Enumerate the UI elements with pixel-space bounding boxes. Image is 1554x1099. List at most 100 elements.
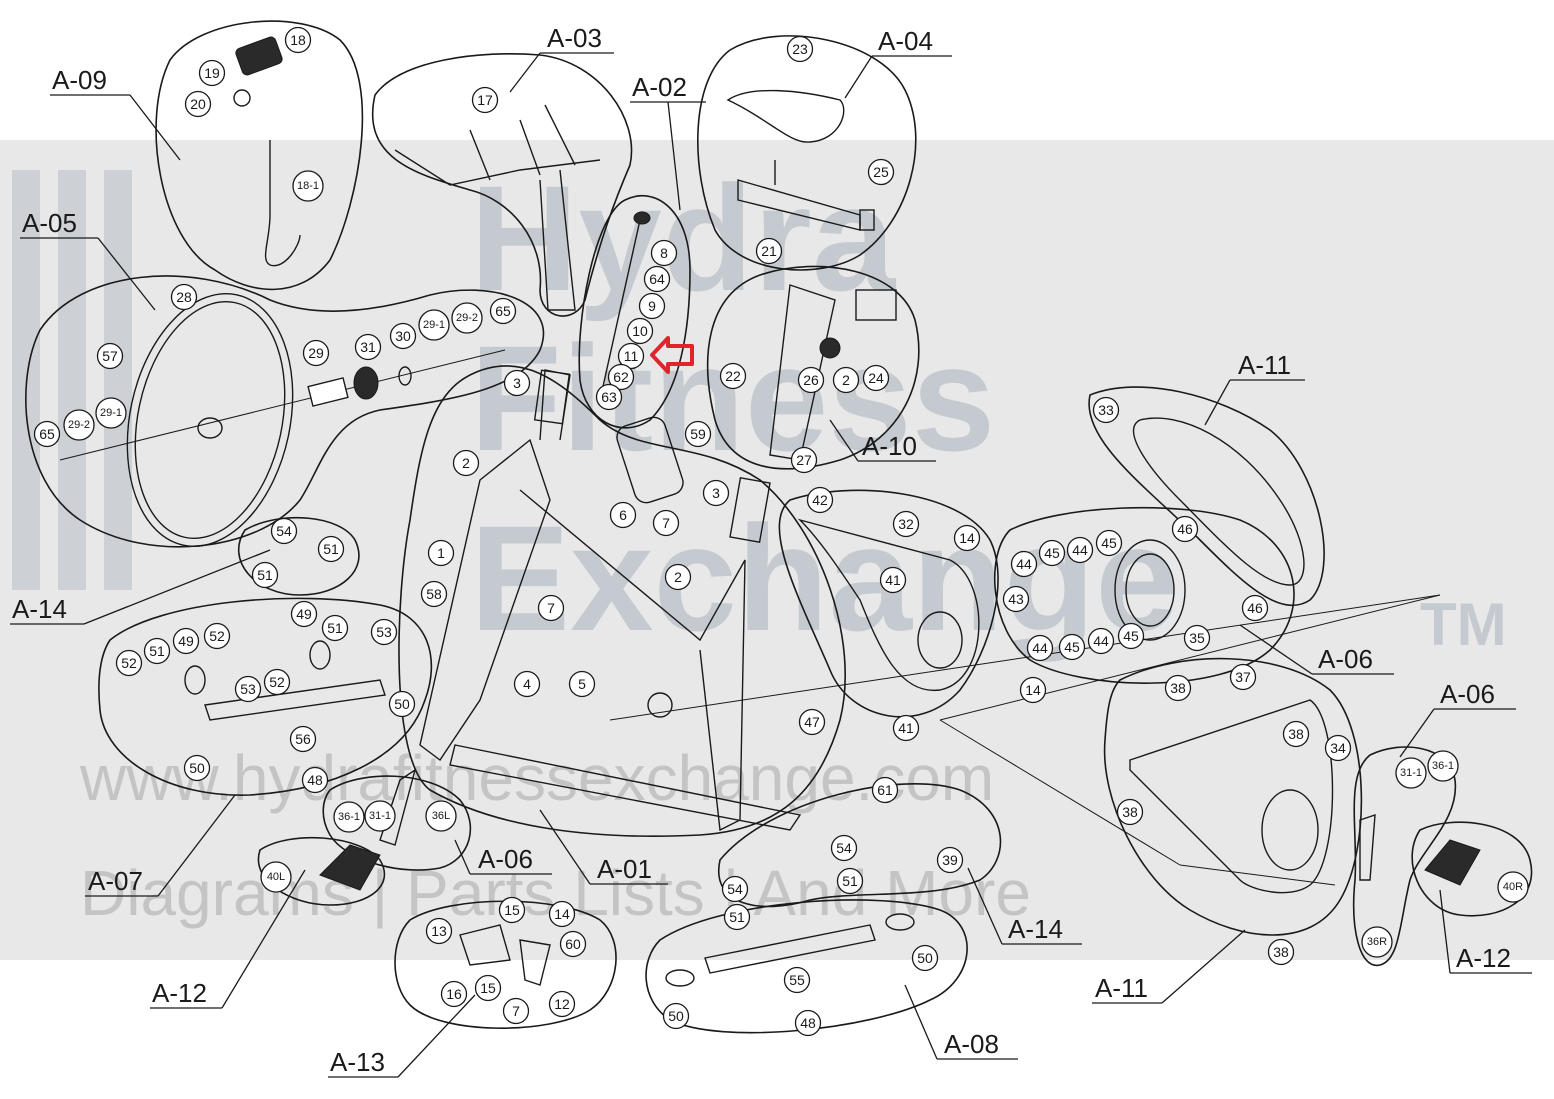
part-callout-circle bbox=[1116, 798, 1144, 826]
part-callout: 35 bbox=[1183, 624, 1211, 652]
watermark-trademark: TM bbox=[1420, 591, 1507, 658]
part-callout-circle bbox=[451, 302, 483, 334]
console-bracket bbox=[233, 89, 251, 107]
group-label-a-06a: A-06 bbox=[454, 839, 552, 875]
part-callout-number: 32 bbox=[898, 516, 914, 532]
part-callout-circle bbox=[794, 1009, 822, 1037]
part-callout: 9 bbox=[638, 292, 666, 320]
part-callout-number: 41 bbox=[885, 572, 901, 588]
part-callout-circle bbox=[1087, 627, 1115, 655]
part-callout: 61 bbox=[871, 776, 899, 804]
part-callout: 48 bbox=[301, 766, 329, 794]
transport-wheel-2 bbox=[309, 640, 331, 670]
part-callout: 3 bbox=[702, 479, 730, 507]
part-callout: 44 bbox=[1010, 550, 1038, 578]
part-callout-number: 11 bbox=[624, 348, 639, 364]
group-leader-line bbox=[509, 52, 541, 93]
part-callout-circle bbox=[786, 35, 814, 63]
flywheel-outer bbox=[126, 292, 294, 548]
group-label-a-12a: A-12 bbox=[150, 869, 306, 1009]
part-callout-circle bbox=[292, 170, 324, 202]
part-callout: 51 bbox=[251, 561, 279, 589]
part-callout-circle bbox=[183, 754, 211, 782]
part-callout: 1 bbox=[427, 539, 455, 567]
group-label-text: A-08 bbox=[944, 1029, 999, 1059]
part-callout: 2 bbox=[452, 449, 480, 477]
part-callout-circle bbox=[797, 366, 825, 394]
part-callout-circle bbox=[284, 26, 312, 54]
part-callout: 6 bbox=[609, 501, 637, 529]
group-label-text: A-04 bbox=[878, 26, 933, 56]
group-leader-line bbox=[844, 55, 873, 99]
part-callout: 49 bbox=[290, 600, 318, 628]
main-frame bbox=[419, 369, 802, 832]
part-callout-number: 51 bbox=[327, 620, 343, 636]
part-callout: 46 bbox=[1241, 594, 1269, 622]
part-callout: 18-1 bbox=[292, 170, 324, 202]
part-callout-circle bbox=[96, 342, 124, 370]
part-callout-number: 40L bbox=[267, 871, 285, 883]
part-callout: 49 bbox=[172, 627, 200, 655]
group-label-text: A-01 bbox=[597, 854, 652, 884]
outline-a09 bbox=[155, 20, 364, 291]
part-callout-number: 65 bbox=[495, 303, 511, 319]
part-callout: 29-1 bbox=[95, 397, 127, 429]
chain-guard-hole bbox=[917, 611, 963, 669]
part-callout: 53 bbox=[234, 675, 262, 703]
right-crank-arm bbox=[1359, 814, 1376, 881]
part-callout-number: 54 bbox=[836, 840, 852, 856]
part-callout: 40L bbox=[260, 861, 292, 893]
part-callout-circle bbox=[1427, 750, 1459, 782]
part-callout-number: 2 bbox=[674, 569, 682, 585]
part-callout-circle bbox=[184, 90, 212, 118]
part-callout-number: 36R bbox=[1367, 936, 1387, 948]
group-leader-line bbox=[1161, 929, 1246, 1004]
part-callout: 39 bbox=[936, 846, 964, 874]
part-callout-circle bbox=[1026, 634, 1054, 662]
outline-a11-belt bbox=[1088, 386, 1325, 606]
part-callout-circle bbox=[1092, 396, 1120, 424]
group-label-text: A-05 bbox=[22, 208, 77, 238]
watermark-brand-1: Hydra bbox=[470, 154, 897, 322]
group-label-a-06c: A-06 bbox=[1399, 679, 1516, 758]
belt-cover bbox=[1129, 699, 1334, 894]
group-label-text: A-11 bbox=[1095, 973, 1148, 1003]
part-callout: 53 bbox=[370, 618, 398, 646]
flywheel-bearing bbox=[353, 366, 379, 400]
outline-a10 bbox=[706, 265, 920, 470]
part-callout: 30 bbox=[389, 322, 417, 350]
part-callout: 51 bbox=[723, 903, 751, 931]
belt-cover-hole bbox=[1261, 789, 1319, 871]
part-callout-number: 14 bbox=[959, 530, 975, 546]
flywheel-hub bbox=[197, 417, 223, 439]
part-callout-number: 23 bbox=[792, 41, 808, 57]
part-callout-number: 38 bbox=[1122, 804, 1138, 820]
front-end-cap-left bbox=[665, 969, 695, 987]
frame-bottom-bracket bbox=[647, 692, 673, 718]
group-label-text: A-13 bbox=[330, 1047, 385, 1077]
part-callout: 28 bbox=[170, 283, 198, 311]
part-callout-number: 51 bbox=[729, 909, 745, 925]
part-callout: 15 bbox=[474, 974, 502, 1002]
part-callout: 52 bbox=[115, 649, 143, 677]
part-callout: 63 bbox=[595, 383, 623, 411]
part-callout: 59 bbox=[684, 420, 712, 448]
part-callout-number: 51 bbox=[323, 541, 339, 557]
part-callout-number: 45 bbox=[1064, 639, 1080, 655]
part-callout-circle bbox=[1002, 585, 1030, 613]
part-callout: 10 bbox=[626, 317, 654, 345]
part-callout-circle bbox=[425, 917, 453, 945]
part-callout-circle bbox=[1395, 757, 1427, 789]
part-callout-circle bbox=[559, 930, 587, 958]
crank-pulley-outer bbox=[1114, 539, 1186, 641]
group-leader-line bbox=[904, 984, 938, 1060]
highlight-arrow bbox=[650, 336, 694, 374]
part-callout-circle bbox=[867, 158, 895, 186]
tension-rod bbox=[599, 219, 641, 401]
part-callout-circle bbox=[170, 283, 198, 311]
part-callout-circle bbox=[1058, 633, 1086, 661]
outline-a04 bbox=[697, 35, 917, 271]
part-callout-number: 47 bbox=[804, 714, 820, 730]
flywheel-axle bbox=[307, 377, 349, 407]
part-callout-number: 24 bbox=[868, 370, 884, 386]
